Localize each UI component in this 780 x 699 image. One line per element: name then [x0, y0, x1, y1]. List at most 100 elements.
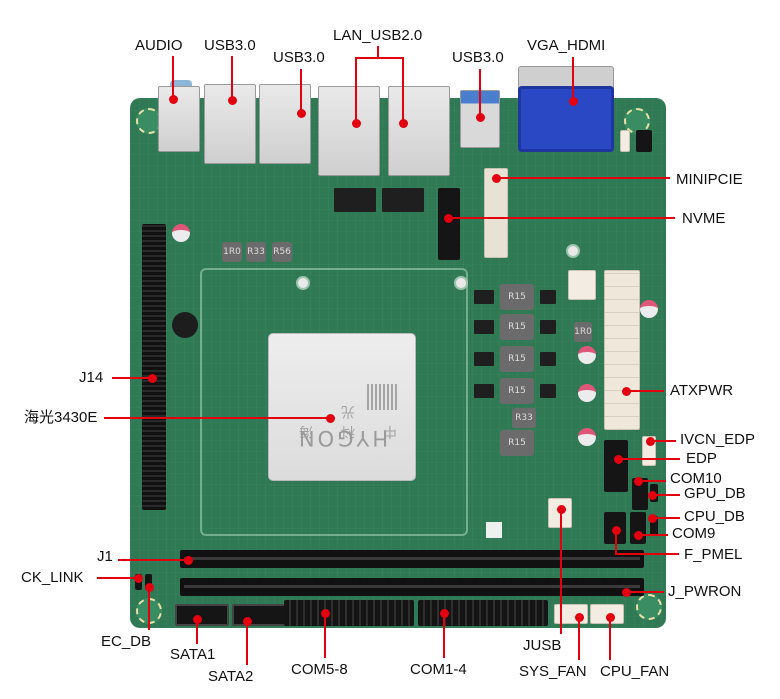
mosfet: [540, 290, 556, 304]
label-com10: COM10: [670, 470, 722, 487]
sata2-port: [232, 604, 286, 626]
vga-hdmi-connector: [518, 86, 614, 152]
label-minipcie: MINIPCIE: [676, 171, 743, 188]
leader-ck-link: [97, 577, 137, 579]
marker-minipcie: [492, 174, 501, 183]
mosfet: [540, 384, 556, 398]
marker-sata1: [193, 615, 202, 624]
atx-power-connector: [604, 270, 640, 430]
marker-cpu-fan: [606, 613, 615, 622]
leader-lan-usb20-bar: [355, 57, 404, 59]
jumper-header: [636, 130, 652, 152]
leader-j1: [118, 559, 186, 561]
dimm-slot-j-pwron: [180, 578, 644, 596]
label-j-pwron: J_PWRON: [668, 583, 742, 600]
marker-j1: [184, 556, 193, 565]
lan-usb20-port-2: [388, 86, 450, 176]
screw-hole: [296, 276, 310, 290]
vrm-inductor: R15: [500, 314, 534, 340]
marker-cpu: [326, 414, 335, 423]
leader-cpu: [104, 417, 330, 419]
capacitor: [578, 346, 596, 364]
label-cpu-db: CPU_DB: [684, 508, 745, 525]
label-j1: J1: [97, 548, 113, 565]
marker-gpu-db: [648, 491, 657, 500]
vrm-inductor: R33: [512, 408, 536, 428]
com10-header: [632, 478, 648, 510]
inductor: 1R0: [222, 242, 242, 262]
leader-cpu-db: [652, 517, 680, 519]
label-sata1: SATA1: [170, 646, 216, 663]
marker-com10: [634, 477, 643, 486]
marker-j-pwron: [622, 588, 631, 597]
leader-audio: [172, 56, 174, 96]
leader-atxpwr: [626, 390, 664, 392]
marker-com9: [634, 531, 643, 540]
screw-hole: [566, 244, 580, 258]
leader-sys-fan: [578, 616, 580, 660]
mosfet: [540, 352, 556, 366]
marker-sata2: [243, 617, 252, 626]
label-audio: AUDIO: [135, 37, 183, 54]
capacitor: [640, 300, 658, 318]
marker-lan-usb20-1: [352, 119, 361, 128]
marker-usb30-mid: [297, 109, 306, 118]
label-ec-db: EC_DB: [101, 633, 152, 650]
label-lan-usb20: LAN_USB2.0: [333, 27, 423, 44]
label-com9: COM9: [672, 525, 716, 542]
mosfet: [540, 320, 556, 334]
label-f-pmel: F_PMEL: [684, 546, 743, 563]
mount-hole-top-right: [624, 108, 650, 134]
inductor: 1R0: [574, 322, 592, 342]
leader-lan-usb20-stem: [377, 46, 379, 58]
screw-hole: [454, 276, 468, 290]
edp-header: [604, 440, 628, 492]
label-sata2: SATA2: [208, 668, 254, 685]
marker-usb30-right: [476, 113, 485, 122]
leader-ivcn-edp: [650, 440, 676, 442]
leader-f-pmel-h: [615, 553, 679, 555]
hygon-cpu: 中 科 海 光 HYGON: [268, 333, 416, 481]
capacitor: [172, 224, 190, 242]
leader-com5-8: [324, 612, 326, 658]
marker-edp: [614, 455, 623, 464]
marker-vga-hdmi: [569, 97, 578, 106]
label-gpu-db: GPU_DB: [684, 485, 746, 502]
marker-audio: [169, 95, 178, 104]
marker-lan-usb20-2: [399, 119, 408, 128]
label-edp: EDP: [686, 450, 717, 467]
mosfet: [474, 290, 494, 304]
leader-usb30-left: [231, 56, 233, 98]
marker-com5-8: [321, 609, 330, 618]
leader-j14: [112, 377, 152, 379]
label-nvme: NVME: [682, 210, 726, 227]
usb30-port-mid: [259, 84, 311, 164]
marker-sys-fan: [575, 613, 584, 622]
nvme-m2-slot: [438, 188, 460, 260]
label-ivcn-edp: IVCN_EDP: [680, 431, 756, 448]
vrm-inductor: R15: [500, 430, 534, 456]
com5-8-header: [284, 600, 414, 626]
capacitor: [578, 384, 596, 402]
cpu-4pin-power: [568, 270, 596, 300]
pcie-slot-j14: [142, 224, 166, 510]
label-j14: J14: [79, 369, 104, 386]
marker-com1-4: [440, 609, 449, 618]
marker-atxpwr: [622, 387, 631, 396]
leader-gpu-db: [652, 494, 680, 496]
buzzer: [172, 312, 198, 338]
cpu-socket-outline: [200, 268, 468, 536]
cpu-db-header: [650, 516, 658, 536]
label-usb30-left: USB3.0: [204, 37, 256, 54]
leader-usb30-mid: [300, 69, 302, 111]
leader-nvme: [448, 217, 675, 219]
leader-jusb: [560, 508, 562, 634]
mosfet: [474, 320, 494, 334]
mount-hole-top-left: [136, 108, 162, 134]
label-usb30-right: USB3.0: [452, 49, 504, 66]
marker-f-pmel: [612, 526, 621, 535]
label-com1-4: COM1-4: [410, 661, 467, 678]
leader-sata2: [246, 620, 248, 665]
mount-hole-bottom-right: [636, 594, 662, 620]
leader-ec-db: [148, 586, 150, 630]
